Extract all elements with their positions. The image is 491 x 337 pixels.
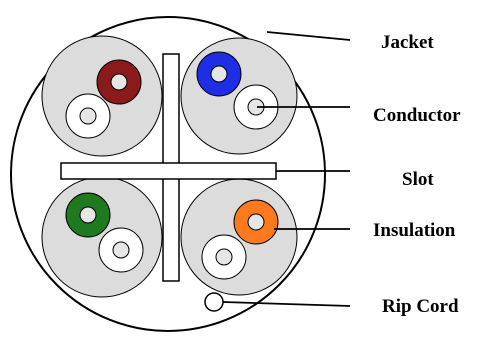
conductor-label: Conductor xyxy=(373,105,461,126)
orange-wire-conductor xyxy=(247,213,265,231)
pair-background-bottom-left xyxy=(41,176,163,298)
green-wire-conductor xyxy=(79,206,97,224)
insulation-label: Insulation xyxy=(373,220,456,241)
rip-cord xyxy=(204,292,224,312)
pair-background-bottom-right xyxy=(180,178,298,296)
slot-label: Slot xyxy=(402,169,434,190)
white-wire-conductor xyxy=(79,107,97,125)
white-wire-conductor xyxy=(112,241,130,259)
rip-cord-leader-line xyxy=(222,301,351,307)
jacket-label: Jacket xyxy=(381,32,434,53)
rip-cord-label: Rip Cord xyxy=(382,296,459,317)
jacket-leader-line xyxy=(266,31,351,41)
brown-wire-conductor xyxy=(110,73,128,91)
blue-wire-conductor xyxy=(210,65,228,83)
slot-separator xyxy=(60,162,277,180)
white-wire-conductor xyxy=(215,248,233,266)
